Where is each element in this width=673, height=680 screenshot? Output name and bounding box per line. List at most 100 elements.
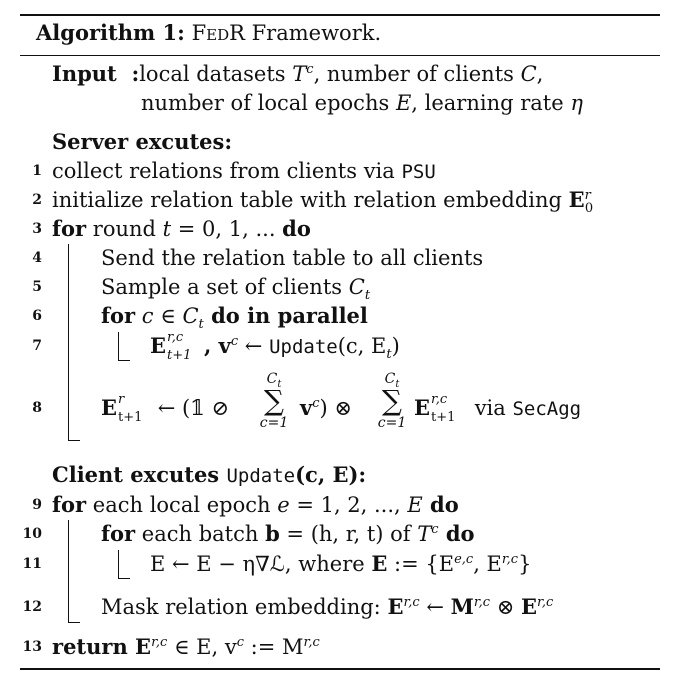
input-text-2b: , learning rate [411,91,571,115]
update-expr: E ← E − η∇ [150,552,270,576]
client-header-text: Client excutes [52,462,227,487]
sup: r [118,392,125,407]
sum-top-t: t [395,378,400,390]
input-line-2: number of local epochs E, learning rate … [141,90,583,116]
sup: c [230,334,239,349]
sum-bottom: c=1 [377,415,407,431]
var-C: C [348,275,365,299]
sum-top-C: C [384,371,396,387]
embedding-E: E [387,594,404,619]
input-colon: : [131,61,140,86]
client-args: (c, E): [295,462,367,487]
line-number: 1 [32,163,42,179]
sup: r,c [473,595,491,610]
update-func: Update [226,465,296,487]
input-text: local datasets [139,62,293,86]
sub: t [198,317,204,333]
set-expr: := {E [387,552,455,576]
sum-1: Ct ∑ c=1 [256,372,292,430]
line-number: 4 [32,250,42,266]
var-C: C [182,304,199,328]
arrow: ← (𝟙 ⊘ [151,396,230,420]
line-number: 6 [32,308,42,324]
loop-bar-parallel [118,332,119,360]
sub: 0 [584,201,594,217]
sum-top-C: C [266,371,278,387]
sup: r,c [151,635,168,650]
input-text-2a: number of local epochs [141,91,396,115]
bottom-rule [20,668,660,670]
line-text: round [86,217,163,241]
otimes: ) ⊗ [319,396,352,420]
var-v: , v [204,333,231,358]
sup: c [431,522,439,537]
psu-func: PSU [401,161,436,183]
keyword-for: for [52,492,87,517]
sup: r,c [403,595,420,610]
line-number: 2 [32,192,42,208]
sup: r,c [303,635,320,650]
line-text-b: := M [244,635,304,659]
line-number: 11 [22,556,42,572]
keyword-for: for [52,216,87,241]
input-T: T [292,62,307,86]
sum-bottom: c=1 [259,415,289,431]
keyword-do: do [438,521,475,546]
algorithm-label: Algorithm 1: [36,20,185,45]
sub: t [364,288,371,304]
embedding-E: E [127,634,152,659]
line-text: initialize relation table with relation … [52,188,569,212]
keyword-for: for [101,303,136,328]
args: (c, E [337,334,387,358]
via-text: via [468,396,513,420]
loop-bar-batch [118,550,119,578]
sup: c [312,396,320,411]
mask-M: M [450,594,474,619]
arrow: ← [238,334,270,358]
line-text: Mask relation embedding: [101,595,388,619]
input-E: E [395,91,412,115]
line-number: 3 [32,221,42,237]
algorithm-name: FedR [191,21,245,45]
input-c: c [306,62,314,77]
var-v: v [300,395,313,420]
sum-symbol: ∑ [264,384,284,417]
line-number: 12 [22,599,42,615]
loop-bar-round [68,244,69,440]
algorithm-title: Algorithm 1: FedR Framework. [36,20,381,46]
sum-top-t: t [277,378,282,390]
sum-symbol: ∑ [382,384,402,417]
algo-line-8-mid: vc) ⊗ [300,395,352,421]
line-text-b: = 0, 1, ... [171,217,283,241]
keyword-do-parallel: do in parallel [203,303,368,328]
sup: r,c [501,552,519,567]
embedding-E: E [414,395,431,420]
input-eta: η [570,91,583,115]
sup: r [584,188,591,203]
loop-bar-round-end [68,440,80,441]
keyword-do: do [282,216,311,241]
line-text-b: = (h, r, t) of [279,522,418,546]
embedding-E: E [150,333,167,358]
sup: c [236,635,244,650]
embedding-E: E [371,551,388,576]
sub: t+1 [167,348,192,363]
top-rule [20,14,660,16]
line-text: ∈ E, v [167,635,237,659]
line-number: 9 [32,497,42,513]
line-number: 10 [22,526,42,542]
var-c: c ∈ [135,304,183,328]
loop-bar-epoch-end [68,622,80,623]
keyword-return: return [52,634,128,659]
otimes: ⊗ [490,595,522,619]
input-line-1: Input :local datasets Tc, number of clie… [52,61,543,87]
line-number: 13 [22,639,42,655]
loss-L: ℒ [269,552,285,576]
keyword-do: do [422,492,459,517]
server-header-text: Server excutes: [52,129,233,154]
var-b: b [265,521,280,546]
sub: t+1 [431,410,456,425]
var-e: e [277,493,290,517]
update-func: Update [269,336,338,358]
